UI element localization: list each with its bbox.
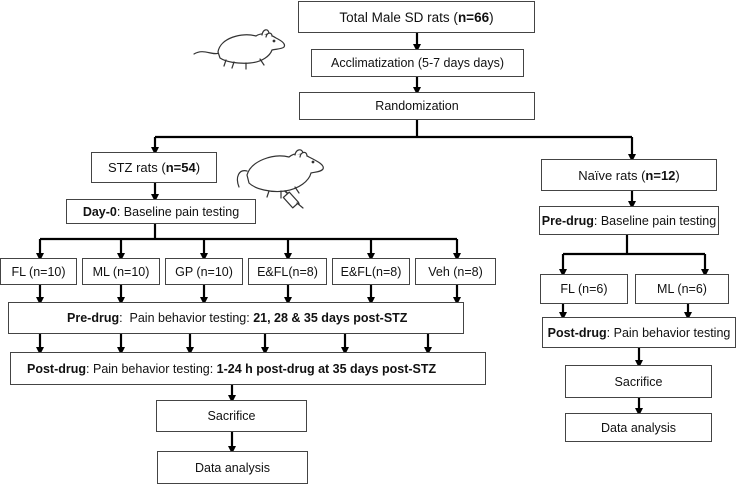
naive-post: ) xyxy=(675,167,680,183)
stz-n: n=54 xyxy=(165,160,196,175)
naive-data-text: Data analysis xyxy=(600,420,677,435)
box-group-6: Veh (n=8) xyxy=(415,258,496,285)
box-naive-group-1: FL (n=6) xyxy=(540,274,628,304)
naive-pre: Naïve rats ( xyxy=(578,167,646,183)
box-naive-predrug: Pre-drug: Baseline pain testing xyxy=(539,206,719,235)
rat-with-syringe-icon xyxy=(236,149,324,209)
naive-sacrifice-text: Sacrifice xyxy=(614,374,663,389)
stz-postdrug-time: 1-24 h post-drug at 35 days post-STZ xyxy=(216,361,437,376)
box-stz-data-analysis: Data analysis xyxy=(157,451,308,484)
naive-group-1-label: FL (n=6) xyxy=(560,282,608,296)
naive-postdrug-text: : Pain behavior testing xyxy=(606,325,731,340)
naive-n: n=12 xyxy=(645,167,676,183)
box-group-5: E&FL(n=8) xyxy=(332,258,410,285)
box-naive-sacrifice: Sacrifice xyxy=(565,365,712,398)
box-group-2: ML (n=10) xyxy=(82,258,160,285)
stz-predrug-text: : Pain behavior testing: xyxy=(119,311,254,325)
total-pre: Total Male SD rats ( xyxy=(339,9,458,25)
group-4-label: E&FL(n=8) xyxy=(257,264,318,279)
total-post: ) xyxy=(489,9,494,25)
stz-sacrifice-text: Sacrifice xyxy=(207,409,256,423)
stz-pre: STZ rats ( xyxy=(107,160,166,175)
rat-icon xyxy=(193,29,286,70)
stz-data-text: Data analysis xyxy=(194,460,271,475)
box-stz-predrug: Pre-drug: Pain behavior testing: 21, 28 … xyxy=(8,302,464,334)
group-6-label: Veh (n=8) xyxy=(428,264,483,279)
box-group-1: FL (n=10) xyxy=(0,258,77,285)
randomization-text: Randomization xyxy=(375,99,459,113)
box-group-3: GP (n=10) xyxy=(165,258,243,285)
stz-predrug-days: 21, 28 & 35 days post-STZ xyxy=(253,311,408,325)
naive-group-2-label: ML (n=6) xyxy=(657,282,707,296)
box-randomization: Randomization xyxy=(299,92,535,120)
naive-predrug-label: Pre-drug xyxy=(541,213,594,228)
box-stz-sacrifice: Sacrifice xyxy=(156,400,307,432)
naive-postdrug-label: Post-drug xyxy=(547,325,607,340)
acclimatization-text: Acclimatization (5-7 days days) xyxy=(331,56,504,70)
box-naive-group-2: ML (n=6) xyxy=(635,274,729,304)
stz-postdrug-label: Post-drug xyxy=(27,361,87,376)
naive-predrug-text: : Baseline pain testing xyxy=(593,213,717,228)
stz-post: ) xyxy=(195,160,201,175)
group-3-label: GP (n=10) xyxy=(175,264,233,279)
total-n: n=66 xyxy=(457,9,490,25)
box-group-4: E&FL(n=8) xyxy=(248,258,327,285)
group-5-label: E&FL(n=8) xyxy=(340,264,402,279)
day0-text: : Baseline pain testing xyxy=(116,204,240,219)
stz-predrug-label: Pre-drug xyxy=(67,311,120,325)
box-naive-postdrug: Post-drug: Pain behavior testing xyxy=(542,317,736,348)
box-acclimatization: Acclimatization (5-7 days days) xyxy=(311,49,524,77)
box-stz-rats: STZ rats (n=54) xyxy=(91,152,217,183)
group-1-label: FL (n=10) xyxy=(11,264,66,279)
day0-label: Day-0 xyxy=(82,204,117,219)
box-naive-data-analysis: Data analysis xyxy=(565,413,712,442)
box-total-rats: Total Male SD rats (n=66) xyxy=(298,1,535,33)
box-naive-rats: Naïve rats (n=12) xyxy=(541,159,717,191)
stz-postdrug-text: : Pain behavior testing: xyxy=(86,361,217,376)
box-stz-postdrug: Post-drug: Pain behavior testing: 1-24 h… xyxy=(10,352,486,385)
group-2-label: ML (n=10) xyxy=(92,264,150,279)
box-day0-baseline: Day-0: Baseline pain testing xyxy=(66,199,256,224)
